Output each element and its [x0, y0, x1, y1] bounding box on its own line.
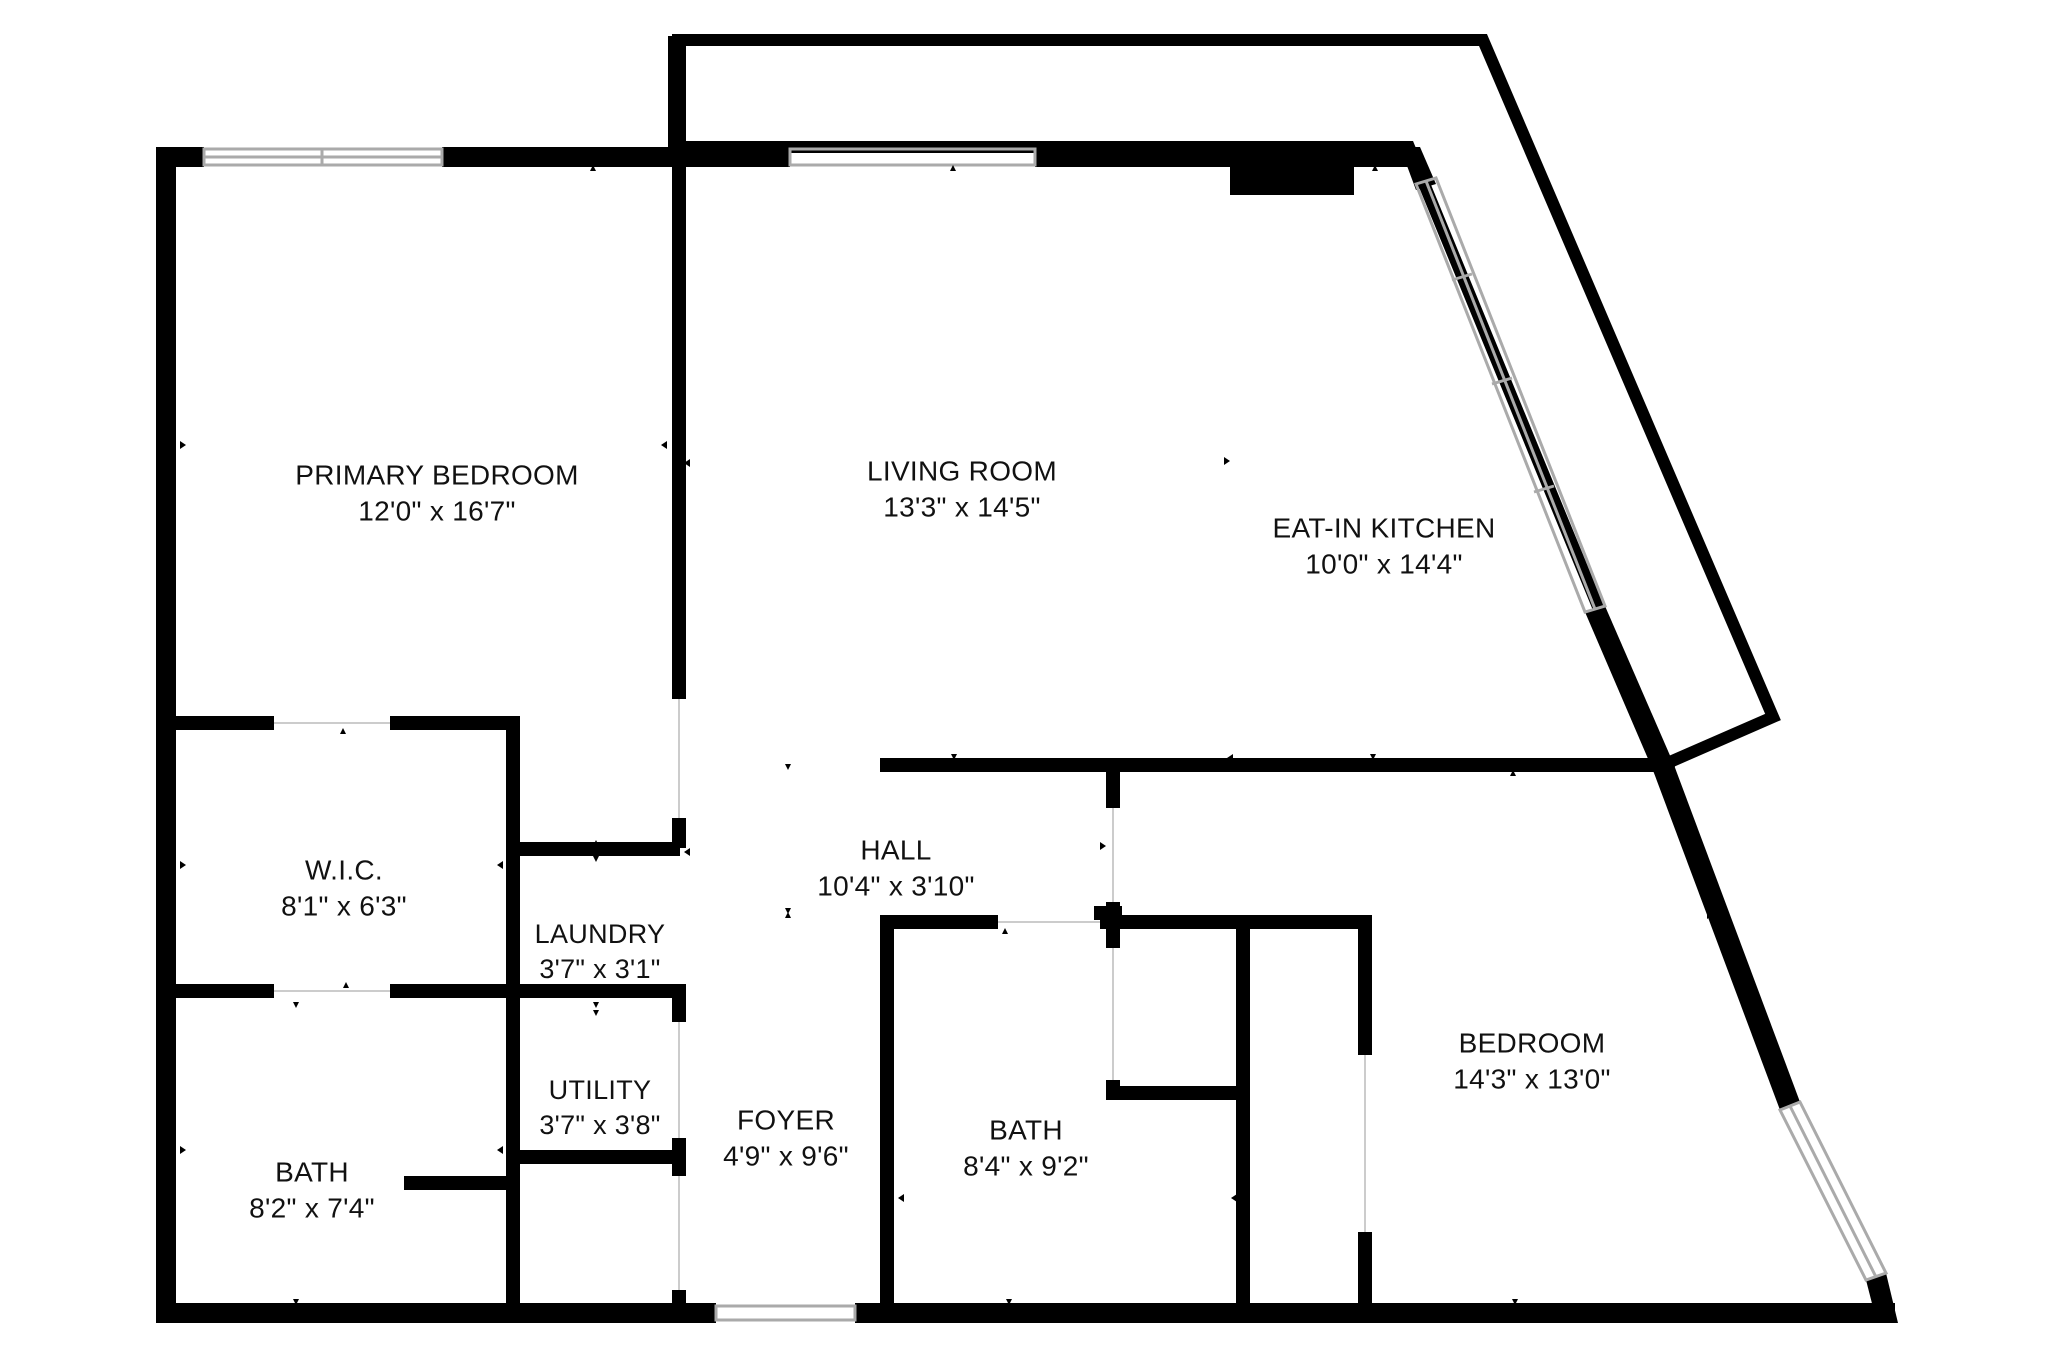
room-name: UTILITY: [548, 1074, 652, 1105]
room-wic: W.I.C. 8'1" x 6'3": [281, 853, 407, 926]
room-living-room: LIVING ROOM 13'3" x 14'5": [867, 454, 1057, 527]
room-dimensions: 10'0" x 14'4": [1305, 549, 1463, 580]
room-dimensions: 8'2" x 7'4": [249, 1193, 375, 1224]
interior-walls: [176, 147, 1660, 1323]
room-dimensions: 8'1" x 6'3": [281, 891, 407, 922]
room-name: PRIMARY BEDROOM: [295, 459, 579, 491]
room-bath-center: BATH 8'4" x 9'2": [963, 1113, 1089, 1186]
room-dimensions: 4'9" x 9'6": [723, 1141, 849, 1172]
room-bedroom: BEDROOM 14'3" x 13'0": [1453, 1026, 1610, 1099]
room-dimensions: 10'4" x 3'10": [817, 871, 975, 902]
room-dimensions: 14'3" x 13'0": [1453, 1064, 1611, 1095]
room-name: BATH: [275, 1156, 349, 1188]
room-laundry: LAUNDRY 3'7" x 3'1": [535, 917, 666, 987]
room-name: BEDROOM: [1458, 1027, 1606, 1059]
room-hall: HALL 10'4" x 3'10": [817, 833, 974, 906]
room-dimensions: 3'7" x 3'8": [539, 1110, 661, 1140]
room-name: BATH: [989, 1114, 1063, 1146]
room-primary-bedroom: PRIMARY BEDROOM 12'0" x 16'7": [295, 458, 579, 531]
doors: [274, 699, 1366, 1290]
exterior-walls: [156, 147, 1898, 1323]
room-name: FOYER: [737, 1104, 835, 1136]
room-eat-in-kitchen: EAT-IN KITCHEN 10'0" x 14'4": [1272, 511, 1495, 584]
room-dimensions: 13'3" x 14'5": [883, 492, 1041, 523]
room-name: HALL: [860, 834, 932, 866]
room-foyer: FOYER 4'9" x 9'6": [723, 1103, 849, 1176]
room-name: EAT-IN KITCHEN: [1272, 512, 1496, 544]
room-dimensions: 12'0" x 16'7": [358, 496, 516, 527]
dimension-markers: [180, 165, 1713, 1305]
windows: [202, 147, 1889, 1322]
room-dimensions: 8'4" x 9'2": [963, 1151, 1089, 1182]
room-bath-left: BATH 8'2" x 7'4": [249, 1155, 375, 1228]
room-name: LAUNDRY: [534, 918, 666, 949]
room-name: W.I.C.: [304, 854, 384, 886]
room-name: LIVING ROOM: [867, 455, 1057, 487]
room-dimensions: 3'7" x 3'1": [539, 954, 661, 984]
balcony-wall-left: [668, 36, 686, 166]
room-utility: UTILITY 3'7" x 3'8": [539, 1073, 660, 1143]
